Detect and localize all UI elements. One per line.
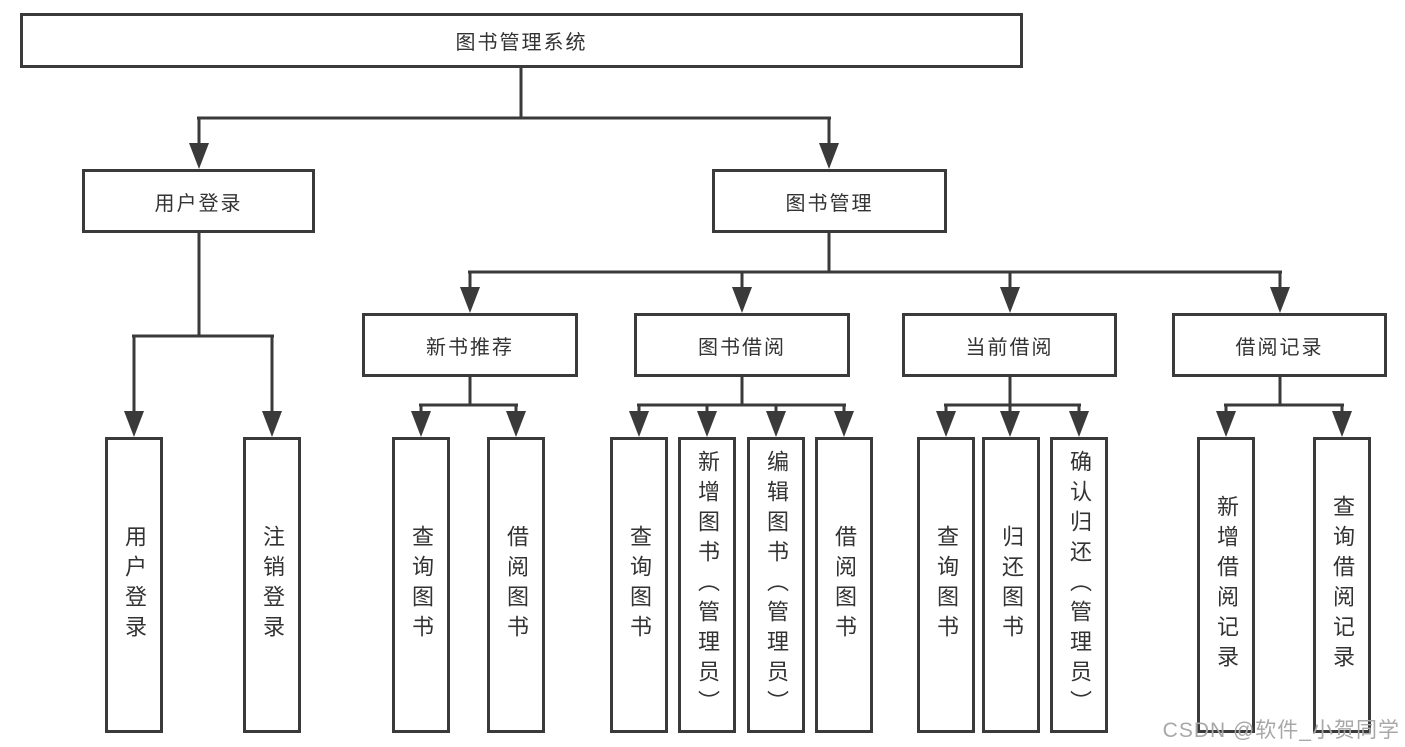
node-user-login: 用户登录 xyxy=(82,169,315,233)
node-borrow-books-newbook: 借阅图书 xyxy=(487,437,545,733)
watermark: CSDN @软件_小贺同学 xyxy=(1162,719,1400,742)
node-query-books-current: 查询图书 xyxy=(917,437,975,733)
node-logout: 注销登录 xyxy=(243,437,301,733)
node-book-management: 图书管理 xyxy=(712,169,947,233)
node-current-borrow: 当前借阅 xyxy=(902,313,1117,377)
node-edit-books-admin: 编辑图书（管理员） xyxy=(747,437,805,733)
node-new-book-recommend: 新书推荐 xyxy=(362,313,578,377)
node-confirm-return-admin: 确认归还（管理员） xyxy=(1050,437,1108,733)
node-query-books-borrow: 查询图书 xyxy=(610,437,668,733)
node-return-books: 归还图书 xyxy=(982,437,1040,733)
node-borrow-books-borrow: 借阅图书 xyxy=(815,437,873,733)
node-user-login-leaf: 用户登录 xyxy=(105,437,163,733)
node-query-books-newbook: 查询图书 xyxy=(392,437,450,733)
node-query-borrow-record: 查询借阅记录 xyxy=(1313,437,1371,733)
node-borrow-records: 借阅记录 xyxy=(1172,313,1387,377)
node-library-system: 图书管理系统 xyxy=(20,13,1023,68)
node-book-borrow: 图书借阅 xyxy=(634,313,850,377)
node-add-books-admin: 新增图书（管理员） xyxy=(678,437,736,733)
node-add-borrow-record: 新增借阅记录 xyxy=(1197,437,1255,733)
